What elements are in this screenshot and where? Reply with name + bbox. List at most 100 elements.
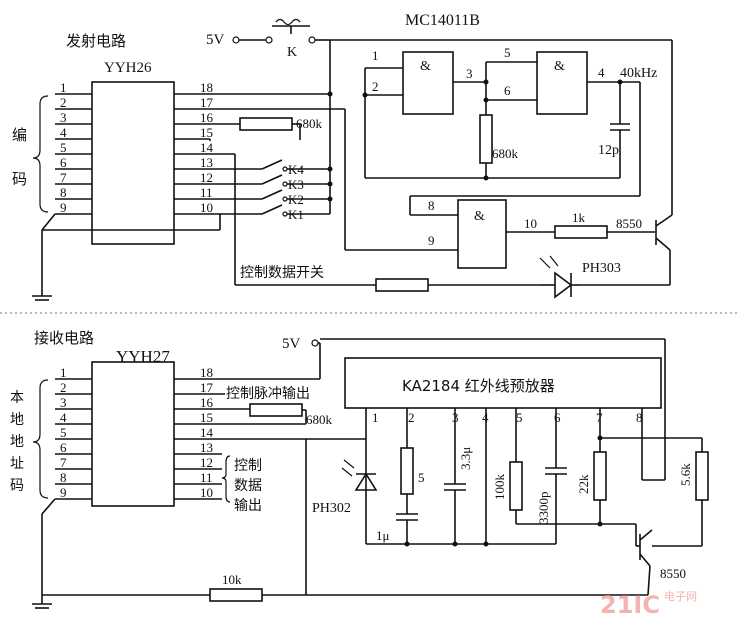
address-brace <box>32 379 49 499</box>
resistor-680k-rx <box>249 403 303 417</box>
data-output-label-2: 数据 <box>234 478 262 494</box>
nand-gate-1-symbol: & <box>420 59 431 74</box>
rx-ground-symbol <box>32 595 52 609</box>
ir-led-ph303-label: PH303 <box>582 261 621 276</box>
yyh27-pin-14: 14 <box>200 425 214 440</box>
yyh26-pin-17: 17 <box>200 95 214 110</box>
yyh26-pin-1: 1 <box>60 80 67 95</box>
resistor-10k <box>209 588 263 602</box>
transmitter-chip-label: YYH26 <box>104 60 152 76</box>
resistor-5k6-label: 5.6k <box>678 463 693 486</box>
transistor-8550-rx <box>635 524 653 567</box>
yyh27-pin-7: 7 <box>60 455 67 470</box>
pulse-output-label: 控制脉冲输出 <box>226 386 310 402</box>
yyh27-pin-5: 5 <box>60 425 67 440</box>
ka2184-pin-2: 2 <box>408 410 415 425</box>
yyh27-pin-2: 2 <box>60 380 67 395</box>
yyh27-chip-body <box>91 361 175 507</box>
yyh26-pin-11: 11 <box>200 185 213 200</box>
gate3-pin-8: 8 <box>428 198 435 213</box>
gate2-pin-5: 5 <box>504 45 511 60</box>
gate3-pin-9: 9 <box>428 233 435 248</box>
yyh26-pin-14: 14 <box>200 140 214 155</box>
resistor-1k-label: 1k <box>572 210 586 225</box>
addr-label-3: 地 <box>10 434 24 450</box>
yyh26-pin-3: 3 <box>60 110 67 125</box>
ka2184-chip-body <box>344 357 662 409</box>
yyh27-pin-3: 3 <box>60 395 67 410</box>
ka2184-pin-1: 1 <box>372 410 379 425</box>
yyh27-right-pins <box>174 378 366 500</box>
key-k-contact-right <box>308 36 316 44</box>
yyh26-pin-8: 8 <box>60 185 67 200</box>
gate2-pin-4: 4 <box>598 65 605 80</box>
addr-label-5: 码 <box>10 478 24 494</box>
yyh27-pin-18: 18 <box>200 365 213 380</box>
key-k-button <box>272 25 310 34</box>
gate3-pin-10: 10 <box>524 216 537 231</box>
yyh27-pin-12: 12 <box>200 455 213 470</box>
switch-k4: K4 <box>288 162 304 177</box>
mc14011b-label: MC14011B <box>405 12 480 29</box>
addr-label-1: 本 <box>10 390 24 406</box>
yyh27-pin-1: 1 <box>60 365 67 380</box>
capacitor-33u-label: 3.3μ <box>458 447 473 470</box>
resistor-100k <box>509 461 523 511</box>
yyh27-pin-15: 15 <box>200 410 213 425</box>
yyh27-pin-8: 8 <box>60 470 67 485</box>
yyh26-pin-4: 4 <box>60 125 67 140</box>
encode-label-2: 码 <box>12 170 27 188</box>
yyh27-pin-17: 17 <box>200 380 214 395</box>
switch-k1: K1 <box>288 207 304 222</box>
transmitter-title: 发射电路 <box>66 32 126 50</box>
yyh26-pin-5: 5 <box>60 140 67 155</box>
receiver-title: 接收电路 <box>34 329 94 347</box>
photodiode-ph302 <box>341 459 378 491</box>
yyh26-pin-6: 6 <box>60 155 67 170</box>
nand-gate-3 <box>457 199 507 269</box>
capacitor-3300p-label: 3300p <box>536 492 551 525</box>
resistor-22k <box>593 451 607 501</box>
yyh26-pin-18: 18 <box>200 80 213 95</box>
data-switches <box>261 159 330 217</box>
yyh27-pin-16: 16 <box>200 395 214 410</box>
resistor-bottom-tx <box>375 278 429 292</box>
gate1-pin-3: 3 <box>466 66 473 81</box>
yyh26-chip-body <box>91 81 175 245</box>
ka2184-label: KA2184 红外线预放器 <box>402 377 555 395</box>
capacitor-1u-label: 1μ <box>376 528 390 543</box>
yyh26-pin-13: 13 <box>200 155 213 170</box>
gate2-pin-6: 6 <box>504 83 511 98</box>
nand-gate-2-symbol: & <box>554 59 565 74</box>
key-k-contact-left <box>265 36 273 44</box>
receiver-chip-label: YYH27 <box>116 347 170 366</box>
transistor-8550-tx <box>655 214 673 251</box>
ir-led-ph303 <box>539 255 580 299</box>
nand-gate-1 <box>402 51 454 115</box>
capacitor-12p-label: 12p <box>598 143 619 158</box>
resistor-5 <box>400 447 414 495</box>
resistor-680k-osc-label: 680k <box>492 146 519 161</box>
rx-supply-label: 5V <box>282 336 301 352</box>
yyh26-pin-10: 10 <box>200 200 213 215</box>
tx-supply-label: 5V <box>206 32 225 48</box>
yyh27-pin-13: 13 <box>200 440 213 455</box>
resistor-5-label: 5 <box>418 470 425 485</box>
photodiode-ph302-label: PH302 <box>312 501 351 516</box>
ka2184-pin-6: 6 <box>554 410 561 425</box>
gate1-pin-1: 1 <box>372 48 379 63</box>
tx-ground-symbol <box>32 295 52 301</box>
yyh26-pin-15: 15 <box>200 125 213 140</box>
key-k-label: K <box>287 45 297 60</box>
resistor-1k <box>554 225 608 239</box>
resistor-680k-rx-label: 680k <box>306 412 333 427</box>
resistor-10k-label: 10k <box>222 572 242 587</box>
resistor-680k-tx-label: 680k <box>296 116 323 131</box>
transistor-8550-tx-label: 8550 <box>616 216 642 231</box>
yyh26-right-pins <box>174 93 345 215</box>
data-output-brace <box>221 455 231 503</box>
switch-k2: K2 <box>288 192 304 207</box>
resistor-680k-osc <box>479 114 493 164</box>
watermark-text: 电子网 <box>664 590 697 603</box>
addr-label-2: 地 <box>10 412 24 428</box>
